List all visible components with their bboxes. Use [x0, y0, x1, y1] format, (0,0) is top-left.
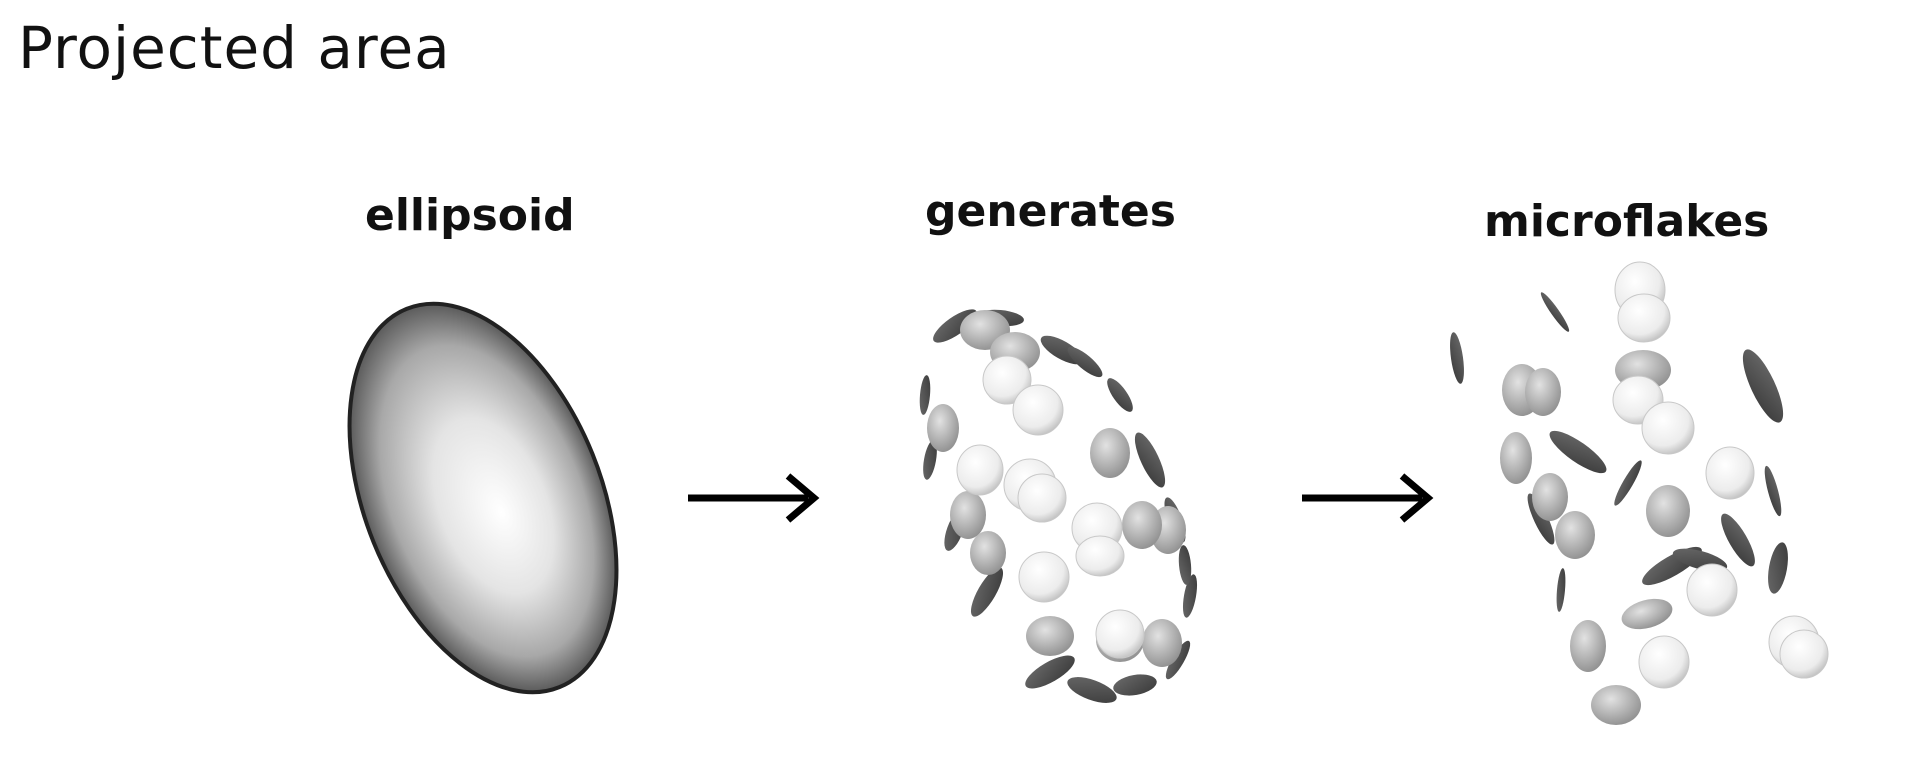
ellipsoid-shape: [347, 301, 619, 695]
flakes-on-ellipsoid: [919, 309, 1198, 703]
scattered-microflakes: [1450, 261, 1829, 725]
stage-label-generates: generates: [925, 186, 1176, 237]
arrow-right-icon: [688, 473, 820, 523]
stage-label-microflakes: microflakes: [1484, 196, 1770, 247]
slide-title: Projected area: [18, 14, 451, 82]
stage-label-ellipsoid: ellipsoid: [365, 190, 575, 241]
arrow-right-icon: [1302, 473, 1434, 523]
